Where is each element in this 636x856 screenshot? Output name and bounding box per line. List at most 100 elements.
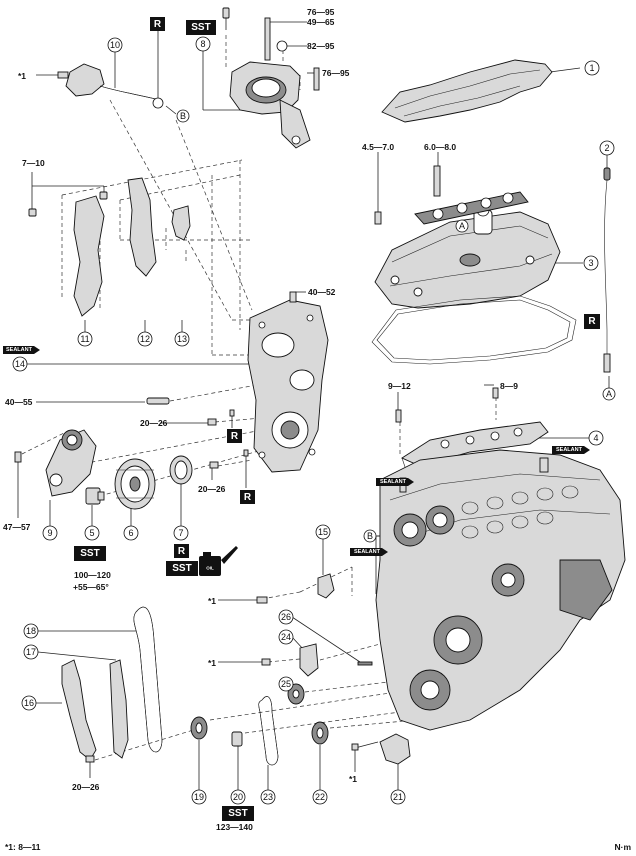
part-oil-pump-sprocket [311, 721, 329, 745]
torque-label: 4.5—7.0 [362, 142, 394, 152]
part-number: 25 [281, 679, 291, 689]
sst-tag: SST [191, 22, 210, 33]
svg-text:SEALANT: SEALANT [354, 549, 381, 555]
part-chain-guide-17 [109, 659, 129, 759]
part-number: 14 [15, 359, 25, 369]
part-cover-11 [73, 195, 105, 317]
torque-label: 82—95 [307, 41, 335, 51]
part-crank-sprocket [190, 716, 208, 740]
torque-label: 40—52 [308, 287, 336, 297]
torque-label: 40—55 [5, 397, 33, 407]
torque-label: +55—65° [73, 582, 109, 592]
callout-a: A [606, 389, 612, 399]
sealant-tag: SEALANT [552, 446, 590, 454]
footnote-ref: *1 [349, 774, 357, 784]
svg-text:SEALANT: SEALANT [556, 447, 583, 453]
part-number: 9 [47, 528, 52, 538]
torque-label: 7—10 [22, 158, 45, 168]
tags: R R R R R SST SST SST SST OIL SEALANT [3, 17, 600, 821]
torque-label: 123—140 [216, 822, 253, 832]
callout-b: B [180, 111, 186, 121]
part-number: 11 [80, 334, 89, 344]
replace-tag: R [178, 546, 186, 557]
torque-label: 100—120 [74, 570, 111, 580]
part-tensioner-arm [61, 659, 97, 761]
sealant-tag: SEALANT [3, 346, 40, 354]
torque-label: 20—26 [140, 418, 168, 428]
footnote: *1: 8—11 [5, 842, 41, 852]
svg-text:SEALANT: SEALANT [6, 347, 33, 353]
part-number: 17 [26, 647, 36, 657]
part-number: 13 [177, 334, 187, 344]
part-dipstick [603, 167, 611, 373]
part-number: 22 [315, 792, 325, 802]
part-number: 1 [589, 63, 594, 73]
torque-label: 6.0—8.0 [424, 142, 456, 152]
part-number: 8 [200, 39, 205, 49]
part-engine-assembly [375, 449, 626, 731]
part-number: 12 [140, 334, 150, 344]
unit-label: N·m [614, 842, 631, 852]
part-bolt-20 [231, 731, 243, 747]
footnote-ref: *1 [208, 596, 216, 606]
torque-label: 20—26 [198, 484, 226, 494]
part-number: 24 [281, 632, 291, 642]
torque-label: 76—95 [322, 68, 350, 78]
part-crankshaft-pulley [114, 458, 156, 510]
sst-tag: SST [228, 808, 247, 819]
footnote-ref: *1 [18, 71, 26, 81]
part-chain-tensioner-24 [299, 643, 319, 677]
oil-label: OIL [206, 566, 214, 571]
sst-tag: SST [80, 548, 99, 559]
part-number: 5 [89, 528, 94, 538]
part-head-cover-gasket [371, 295, 577, 365]
torque-label: 49—65 [307, 17, 335, 27]
part-cylinder-head-cover [374, 203, 561, 309]
oil-can-icon: OIL [199, 546, 238, 576]
part-drive-belt-tensioner [14, 429, 97, 497]
replace-tag: R [588, 316, 596, 327]
part-number: 4 [593, 433, 598, 443]
reference-callouts: B A A B [176, 109, 616, 543]
replace-tag: R [231, 431, 239, 442]
torque-label: 9—12 [388, 381, 411, 391]
part-number: 18 [26, 626, 36, 636]
part-number-callouts: 1 2 3 4 5 6 7 8 9 10 11 12 13 14 15 16 1… [12, 36, 615, 805]
torque-label: 47—57 [3, 522, 31, 532]
part-crank-bolt [85, 487, 105, 505]
part-stopper-pin [357, 661, 373, 666]
part-ignition-coils [374, 165, 529, 225]
part-fuel-rail [395, 387, 549, 471]
part-sprocket-25 [287, 683, 305, 705]
part-number: 23 [263, 792, 273, 802]
part-washer [152, 97, 164, 109]
part-oil-pipe [57, 63, 161, 101]
parts [14, 7, 626, 766]
part-number: 3 [588, 258, 593, 268]
replace-tag: R [154, 19, 162, 30]
torque-label: 20—26 [72, 782, 100, 792]
part-chain-guide-15 [317, 573, 335, 599]
torque-labels: 76—95 49—65 82—95 76—95 4.5—7.0 6.0—8.0 … [3, 7, 518, 832]
part-number: 10 [110, 40, 120, 50]
part-timing-chain [133, 606, 163, 753]
part-number: 20 [233, 792, 243, 802]
leader-lines [17, 16, 610, 790]
part-number: 15 [318, 527, 328, 537]
part-number: 26 [281, 612, 291, 622]
torque-label: 8—9 [500, 381, 518, 391]
callout-a: A [459, 221, 465, 231]
torque-label: 76—95 [307, 7, 335, 17]
part-cover-12 [127, 177, 157, 277]
part-number: 19 [194, 792, 204, 802]
part-number: 2 [604, 143, 609, 153]
part-cover-13 [171, 205, 191, 241]
replace-tag: R [244, 492, 252, 503]
sealant-tag: SEALANT [350, 548, 388, 556]
part-oil-seal [169, 455, 193, 485]
part-heat-shield [381, 59, 553, 123]
part-number: 16 [24, 698, 34, 708]
part-number: 6 [128, 528, 133, 538]
